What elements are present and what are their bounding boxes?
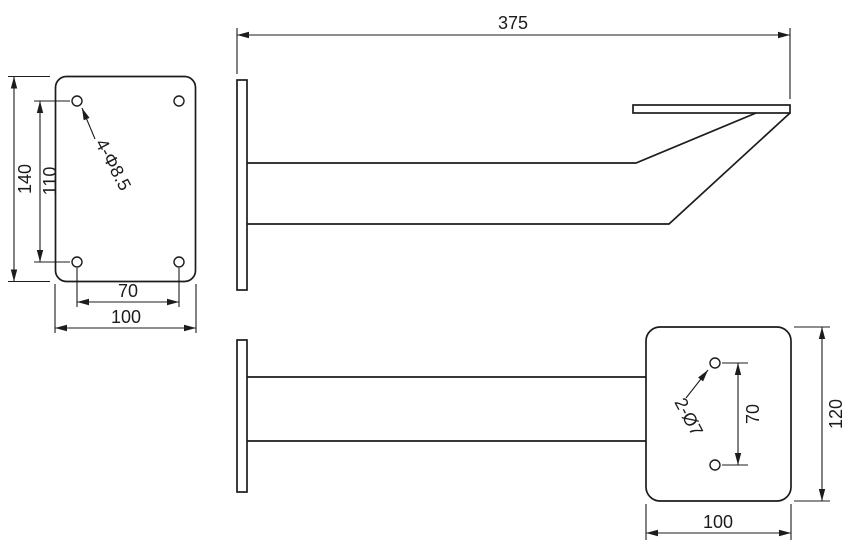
top-view: 2-Ø7 70 120 100	[236, 326, 846, 540]
top-hole-note-leader-line	[685, 369, 709, 399]
side-wall-plate	[236, 79, 248, 291]
front-dim-height-label: 140	[15, 164, 35, 194]
top-hole-note-label: 2-Ø7	[670, 394, 706, 439]
top-dim-width-label: 100	[703, 512, 733, 532]
front-hole-bottom-left	[71, 256, 83, 268]
front-hole-top-left	[71, 95, 83, 107]
front-dim-hole-spacing-vertical: 110	[34, 100, 70, 263]
side-arm-top-edge	[247, 112, 757, 164]
front-plate-outline	[54, 75, 197, 283]
top-hole-lower	[709, 459, 721, 471]
top-end-plate-outline	[645, 326, 792, 502]
top-dim-hole-spacing-label: 70	[743, 404, 763, 424]
top-hole-upper	[709, 357, 721, 369]
front-dim-width: 100	[54, 284, 197, 333]
front-dim-hole-spacing-horizontal: 70	[76, 268, 180, 307]
front-hole-top-right	[173, 95, 185, 107]
front-view: 4-Φ8.5 140 110 70	[8, 75, 197, 333]
top-wall-plate	[236, 339, 248, 493]
side-dim-length-label: 375	[498, 13, 528, 33]
front-dim-hole-spacing-horizontal-label: 70	[118, 281, 138, 301]
top-dim-hole-spacing: 70	[722, 362, 763, 466]
front-dim-hole-spacing-vertical-label: 110	[40, 167, 60, 196]
side-top-plate	[632, 104, 791, 114]
front-dim-width-label: 100	[111, 307, 141, 327]
front-dim-height: 140	[8, 75, 50, 283]
top-dim-width: 100	[645, 504, 792, 540]
side-view: 375	[236, 13, 791, 291]
front-hole-note-label: 4-Φ8.5	[91, 135, 135, 193]
side-arm-bottom-edge	[247, 112, 791, 225]
top-dim-height-label: 120	[826, 399, 846, 429]
front-hole-note-leader-line	[81, 107, 96, 140]
side-dim-length: 375	[236, 13, 791, 99]
top-dim-height: 120	[794, 326, 846, 502]
front-hole-bottom-right	[173, 256, 185, 268]
